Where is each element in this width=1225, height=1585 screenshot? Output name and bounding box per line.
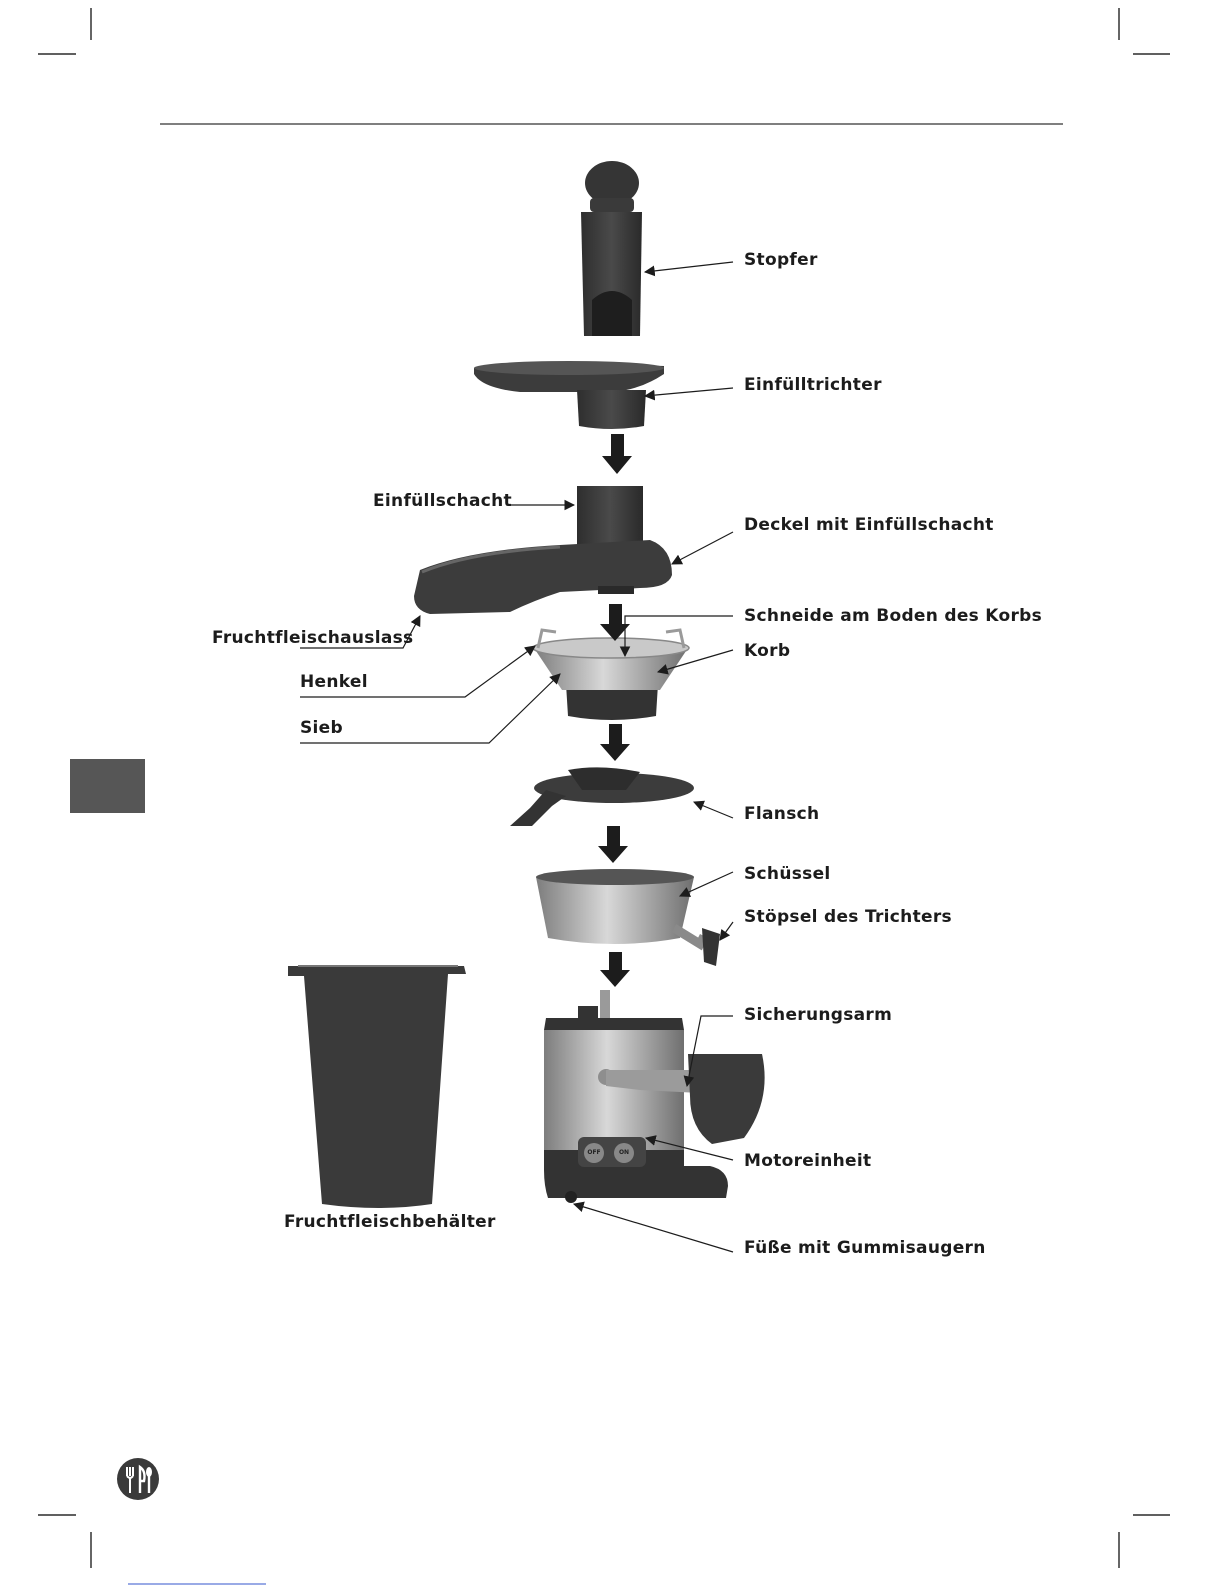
label-motoreinheit: Motoreinheit	[744, 1151, 871, 1171]
label-einfuellschacht: Einfüllschacht	[373, 491, 512, 511]
label-sieb: Sieb	[300, 718, 343, 738]
label-fuesse: Füße mit Gummisaugern	[744, 1238, 986, 1258]
schuessel-part	[536, 869, 720, 966]
korb-part	[533, 630, 689, 720]
label-einfuelltrichter: Einfülltrichter	[744, 375, 882, 395]
label-deckel: Deckel mit Einfüllschacht	[744, 515, 994, 535]
label-behaelter: Fruchtfleischbehälter	[284, 1212, 496, 1232]
stopfer-part	[581, 161, 642, 336]
label-henkel: Henkel	[300, 672, 368, 692]
motoreinheit-part	[544, 990, 765, 1203]
behaelter-part	[288, 966, 466, 1208]
cutlery-logo-icon	[116, 1457, 160, 1501]
label-schneide: Schneide am Boden des Korbs	[744, 606, 1042, 626]
label-korb: Korb	[744, 641, 790, 661]
off-button: OFF	[584, 1143, 604, 1163]
flansch-part	[510, 767, 694, 826]
label-stoepsel: Stöpsel des Trichters	[744, 907, 952, 927]
on-button: ON	[614, 1143, 634, 1163]
label-sicherungsarm: Sicherungsarm	[744, 1005, 892, 1025]
label-schuessel: Schüssel	[744, 864, 831, 884]
einfuelltrichter-part	[474, 361, 664, 429]
label-stopfer: Stopfer	[744, 250, 818, 270]
label-fruchtfleischauslass: Fruchtfleischauslass	[212, 628, 413, 648]
label-flansch: Flansch	[744, 804, 819, 824]
section-tab-marker	[70, 759, 145, 813]
